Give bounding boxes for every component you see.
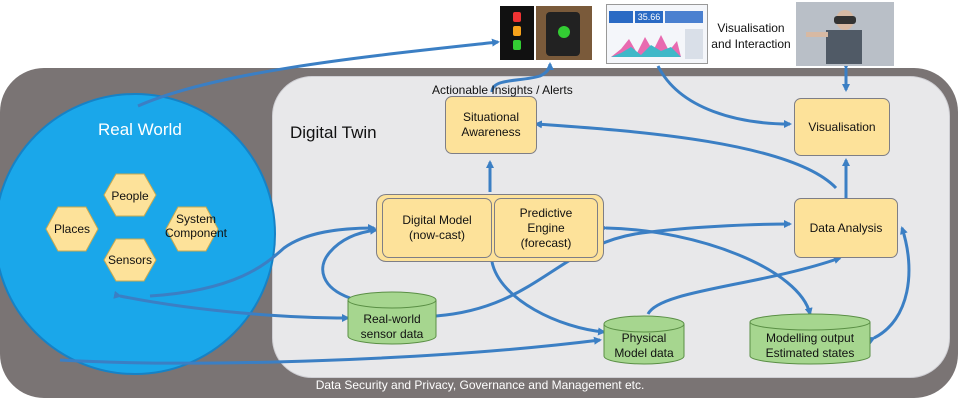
red-light-icon [513,12,521,22]
governance-footer: Data Security and Privacy, Governance an… [315,378,645,392]
arrow-predictive-physical [486,255,606,336]
physical-model-label: Physical Model data [614,331,674,360]
cylinder-sensor-data [347,291,437,345]
real-world-circle [0,93,276,375]
vr-headset-icon [796,2,894,66]
green-light-icon [513,40,521,50]
hex-sensors-label: Sensors [107,253,153,267]
data-analysis-label: Data Analysis [809,220,883,235]
dashboard-value: 35.66 [635,11,663,23]
situational-awareness-label: Situational Awareness [461,110,521,139]
arrow-awareness-to-phone [490,62,554,93]
vr-user-arm-icon [806,32,828,37]
dashboard-tile-icon [609,11,633,23]
actionable-insights-label: Actionable Insights / Alerts [432,83,573,97]
hex-people [103,173,157,217]
phone-body-icon [546,12,580,56]
digital-model-label: Digital Model (now-cast) [402,213,472,242]
vr-goggles-icon [834,16,856,24]
predictive-engine-box: Predictive Engine (forecast) [494,198,598,258]
digital-twin-title: Digital Twin [290,123,377,142]
arrow-world-to-physical [59,336,602,365]
smartphone-icon [536,6,592,60]
arrow-analysis-to-awareness [534,120,838,190]
digital-model-box: Digital Model (now-cast) [382,198,492,258]
dashboard-icon: 35.66 [606,4,708,64]
phone-alert-icon [558,26,570,38]
arrow-sensors-to-model [149,224,376,298]
sensor-data-label: Real-world sensor data [360,312,424,341]
arrow-modelling-analysis [866,226,911,345]
arrow-world-to-devices [137,38,500,108]
dashboard-chart-icon [611,35,681,57]
hex-sensors [103,238,157,282]
traffic-light-icon [500,6,534,60]
data-analysis-box: Data Analysis [794,198,898,258]
cylinder-modelling-output [749,313,871,365]
real-world-title: Real World [98,120,182,139]
arrow-dashboard-to-visualisation [656,65,792,128]
dashboard-sidebar-icon [685,29,703,59]
arrow-sensors-sensordata [113,290,350,322]
hex-people-label: People [111,189,149,203]
visualisation-label: Visualisation [808,119,876,134]
hex-system-component-label: System Component [164,212,228,240]
visualisation-box: Visualisation [794,98,890,156]
arrow-predictive-modelling [599,223,813,316]
situational-awareness-box: Situational Awareness [445,96,537,154]
hex-places [45,206,99,252]
vr-user-body-icon [826,30,862,64]
hex-system-component [165,206,219,252]
predictive-engine-label: Predictive Engine (forecast) [519,205,573,250]
amber-light-icon [513,26,521,36]
hex-places-label: Places [53,222,91,236]
arrow-sensordata-to-model [321,226,378,300]
modelling-output-label: Modelling output Estimated states [765,331,855,360]
dashboard-banner-icon [665,11,703,23]
cylinder-physical-model [603,315,685,365]
vis-interaction-label: Visualisation and Interaction [711,21,791,51]
